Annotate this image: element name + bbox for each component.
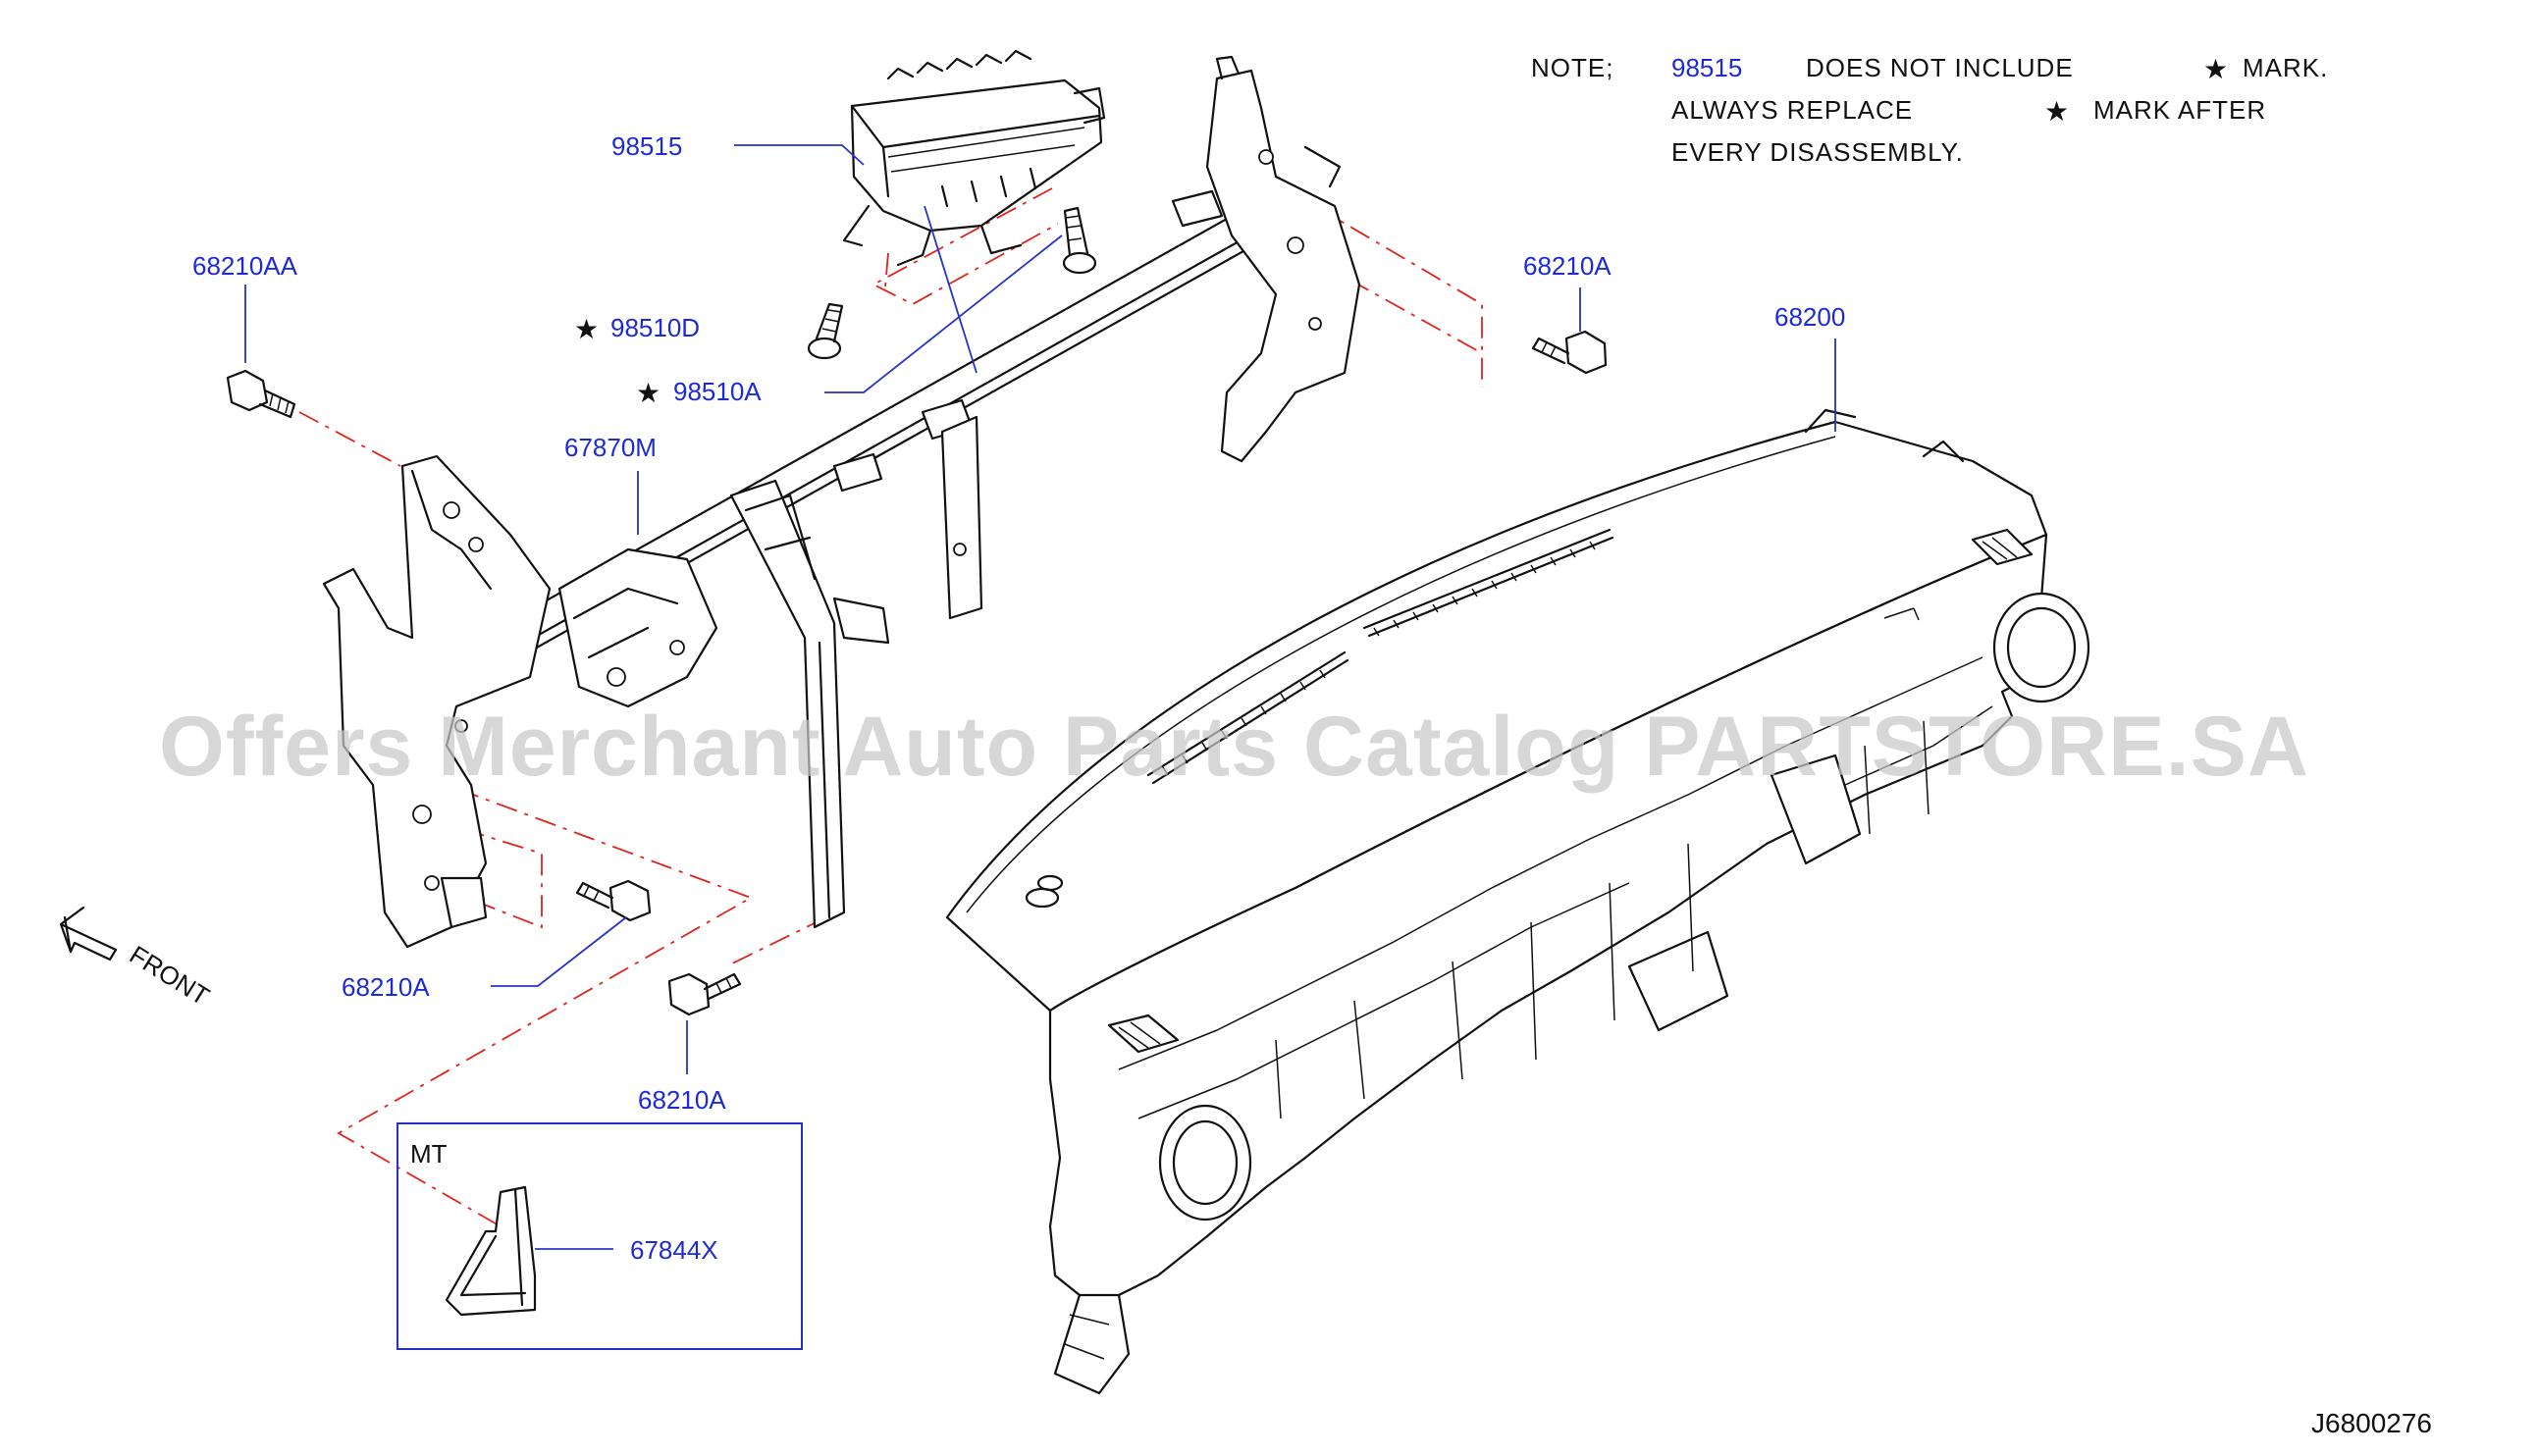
star-icon: ★	[636, 377, 661, 409]
note-line2a: ALWAYS REPLACE	[1671, 95, 1913, 125]
bolt-68210A-top[interactable]	[1531, 330, 1608, 375]
screw-98510A[interactable]	[1062, 206, 1097, 275]
label-98515[interactable]: 98515	[611, 131, 682, 161]
note-line3: EVERY DISASSEMBLY.	[1671, 137, 1964, 167]
watermark-text: Offers Merchant Auto Parts Catalog PARTS…	[159, 700, 2309, 794]
assembly-guides	[298, 187, 1483, 1227]
label-98510D[interactable]: 98510D	[610, 313, 700, 342]
label-67844X[interactable]: 67844X	[630, 1235, 718, 1265]
front-arrow-icon	[59, 906, 118, 962]
star-icon: ★	[2044, 95, 2069, 128]
bracket-67844X[interactable]	[445, 1185, 537, 1317]
note-line1: DOES NOT INCLUDE	[1806, 53, 2074, 82]
bolt-68210A-left[interactable]	[575, 879, 652, 922]
bolt-68210AA[interactable]	[226, 369, 296, 419]
front-label: FRONT	[125, 940, 215, 1012]
label-67870M[interactable]: 67870M	[564, 433, 657, 462]
diagram-id: J6800276	[2311, 1408, 2432, 1438]
note-mark-word: MARK.	[2243, 53, 2328, 82]
label-98510A[interactable]: 98510A	[673, 377, 762, 406]
note-line2b: MARK AFTER	[2093, 95, 2266, 125]
mt-inset: MT	[396, 1122, 803, 1350]
steering-member-67870M[interactable]	[322, 55, 1361, 949]
star-icon: ★	[2203, 53, 2228, 85]
mt-label: MT	[410, 1139, 448, 1169]
label-68210A-left[interactable]: 68210A	[342, 972, 430, 1002]
screw-98510D[interactable]	[807, 302, 844, 360]
note-block: NOTE; 98515 DOES NOT INCLUDE ★ MARK. ALW…	[1531, 53, 2328, 167]
note-prefix: NOTE;	[1531, 53, 1613, 82]
label-68200[interactable]: 68200	[1774, 302, 1845, 332]
note-part-ref[interactable]: 98515	[1671, 53, 1742, 82]
label-68210A-bottom[interactable]: 68210A	[638, 1085, 726, 1115]
instrument-panel-68200[interactable]	[945, 408, 2090, 1395]
label-68210A-top[interactable]: 68210A	[1523, 251, 1612, 281]
leader-lines	[244, 144, 1836, 1250]
label-68210AA[interactable]: 68210AA	[192, 251, 298, 281]
part-labels: 98515 68210AA ★ 98510D ★ 98510A 68210A 6…	[192, 131, 1845, 1265]
airbag-module-98515[interactable]	[842, 49, 1106, 267]
star-icon: ★	[574, 313, 599, 345]
bolt-68210A-bottom[interactable]	[667, 972, 742, 1016]
front-direction-indicator: FRONT	[59, 906, 215, 1012]
